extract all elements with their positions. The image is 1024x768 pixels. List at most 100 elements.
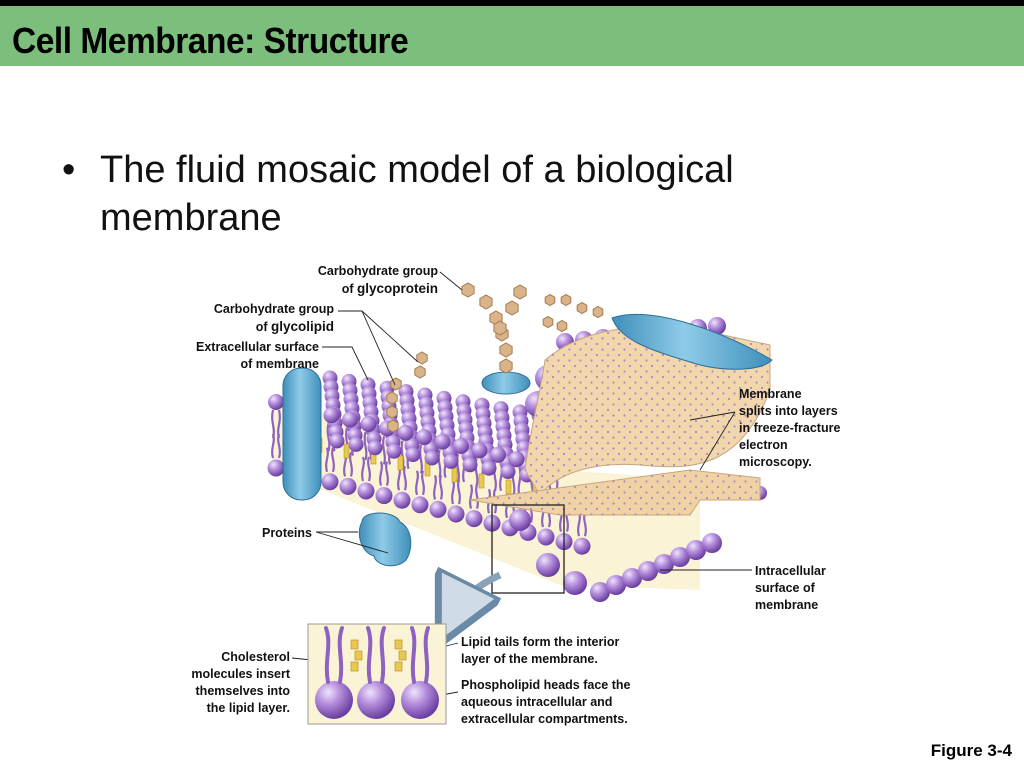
inset-lipid-tail	[379, 626, 386, 684]
inset-cholesterol	[394, 639, 403, 650]
sugar-unit	[499, 342, 513, 358]
lipid-tail	[361, 456, 365, 482]
phospholipid-head	[379, 420, 395, 437]
lipid-tail	[421, 470, 425, 496]
lipid-tail	[271, 433, 275, 459]
phospholipid-head	[525, 391, 551, 417]
label-cholesterol-line2: molecules insert	[191, 667, 290, 681]
phospholipid-head	[326, 406, 342, 422]
inset-lipid-tail	[324, 626, 331, 684]
phospholipid-head	[342, 382, 358, 398]
lipid-tail	[456, 453, 460, 483]
lipid-tails	[271, 333, 730, 537]
phospholipid-head	[419, 405, 435, 421]
label-heads-line1: Phospholipid heads face the	[461, 678, 631, 692]
phospholipid-head	[531, 407, 547, 423]
phospholipid-head	[341, 373, 357, 389]
lipid-tail	[451, 479, 455, 505]
phospholipid-head	[455, 394, 471, 410]
phospholipid-head	[453, 438, 469, 454]
phospholipid-head	[384, 425, 400, 441]
label-phospholipid-heads: Phospholipid heads face the aqueous intr…	[461, 677, 681, 728]
sugar-unit	[493, 320, 507, 336]
phospholipid-head	[429, 500, 447, 518]
phospholipid-head	[475, 406, 491, 422]
phospholipid-head	[366, 431, 382, 447]
label-proteins: Proteins	[220, 525, 312, 542]
phospholipid-head	[322, 370, 338, 386]
phospholipid-head	[519, 467, 535, 483]
sugar-unit	[495, 326, 509, 342]
lipid-tail	[517, 466, 522, 496]
phospholipid-head	[360, 416, 377, 432]
lipid-tail	[718, 333, 730, 357]
lipid-tail	[487, 488, 491, 514]
phospholipid-head	[361, 386, 377, 402]
lipid-tail	[530, 471, 534, 500]
phospholipid-head	[321, 473, 339, 491]
phospholipid-head	[344, 400, 360, 416]
label-freeze-line5: microscopy.	[739, 455, 812, 469]
phospholipid-head	[496, 428, 512, 444]
cholesterol-mark	[532, 485, 539, 501]
phospholipid-head	[345, 409, 361, 425]
lipid-tail	[388, 436, 392, 465]
zoom-region-box	[491, 504, 565, 594]
label-carb-glycolipid-line2: of glycolipid	[150, 318, 334, 336]
phospholipid-head	[689, 319, 707, 337]
lipid-tail	[623, 343, 635, 367]
phospholipid-head	[654, 554, 674, 574]
lipid-tail	[415, 470, 419, 496]
inset-detail	[307, 623, 447, 725]
phospholipid-head	[447, 505, 465, 523]
label-carb-glycoprotein-line2: of glycoprotein	[250, 280, 438, 298]
lipid-tail	[523, 498, 527, 523]
phospholipid-head	[500, 464, 516, 480]
phospholipid-head	[495, 419, 511, 435]
lipid-tail	[349, 452, 353, 477]
lipid-tail	[382, 436, 386, 465]
phospholipid-head	[401, 411, 417, 427]
phospholipid-head	[594, 329, 612, 347]
lipid-tail	[437, 449, 442, 478]
inset-cholesterol	[350, 661, 359, 672]
phospholipid-head	[753, 486, 767, 500]
phospholipid-head	[364, 413, 380, 429]
label-heads-line2: aqueous intracellular and	[461, 695, 613, 709]
phospholipid-head	[537, 461, 553, 477]
phospholipid-head	[400, 402, 416, 418]
lipid-tail	[326, 422, 331, 452]
phospholipid-head	[383, 416, 399, 432]
sugar-unit	[461, 282, 475, 298]
label-freeze-fracture: Membrane splits into layers in freeze-fr…	[739, 386, 869, 471]
freeze-fracture-sheet	[469, 325, 771, 516]
phospholipid-head	[494, 410, 510, 426]
lipid-tail	[277, 433, 281, 459]
phospholipid-head	[590, 582, 610, 602]
phospholipid-head	[537, 528, 555, 546]
phospholipid-head	[477, 424, 493, 440]
label-intracellular-line2: surface of	[755, 581, 815, 595]
phospholipid-head	[461, 448, 477, 464]
phospholipid-head	[362, 395, 378, 411]
cholesterol-mark	[505, 479, 512, 495]
sugar-unit	[592, 305, 604, 319]
sugar-unit	[390, 377, 402, 391]
inset-phospholipid-head	[357, 681, 395, 719]
lipid-tail	[308, 418, 312, 448]
lipid-tail	[295, 438, 299, 463]
label-carb-glycoprotein-word: glycoprotein	[356, 281, 438, 296]
label-heads-line3: extracellular compartments.	[461, 712, 628, 726]
label-carb-glycolipid-of: of	[255, 320, 268, 334]
lipid-tail	[295, 414, 300, 443]
inset-phospholipid-head	[315, 681, 353, 719]
label-lipid-tails: Lipid tails form the interior layer of t…	[461, 634, 681, 668]
label-intracellular-surface: Intracellular surface of membrane	[755, 563, 865, 614]
phospholipid-head	[380, 389, 396, 405]
lipid-tail	[289, 414, 294, 443]
phospholipid-head	[717, 483, 731, 497]
bilayer-block	[272, 400, 700, 590]
phospholipid-head	[382, 407, 398, 423]
phospholipid-head	[443, 453, 459, 469]
phospholipid-head	[509, 509, 531, 531]
